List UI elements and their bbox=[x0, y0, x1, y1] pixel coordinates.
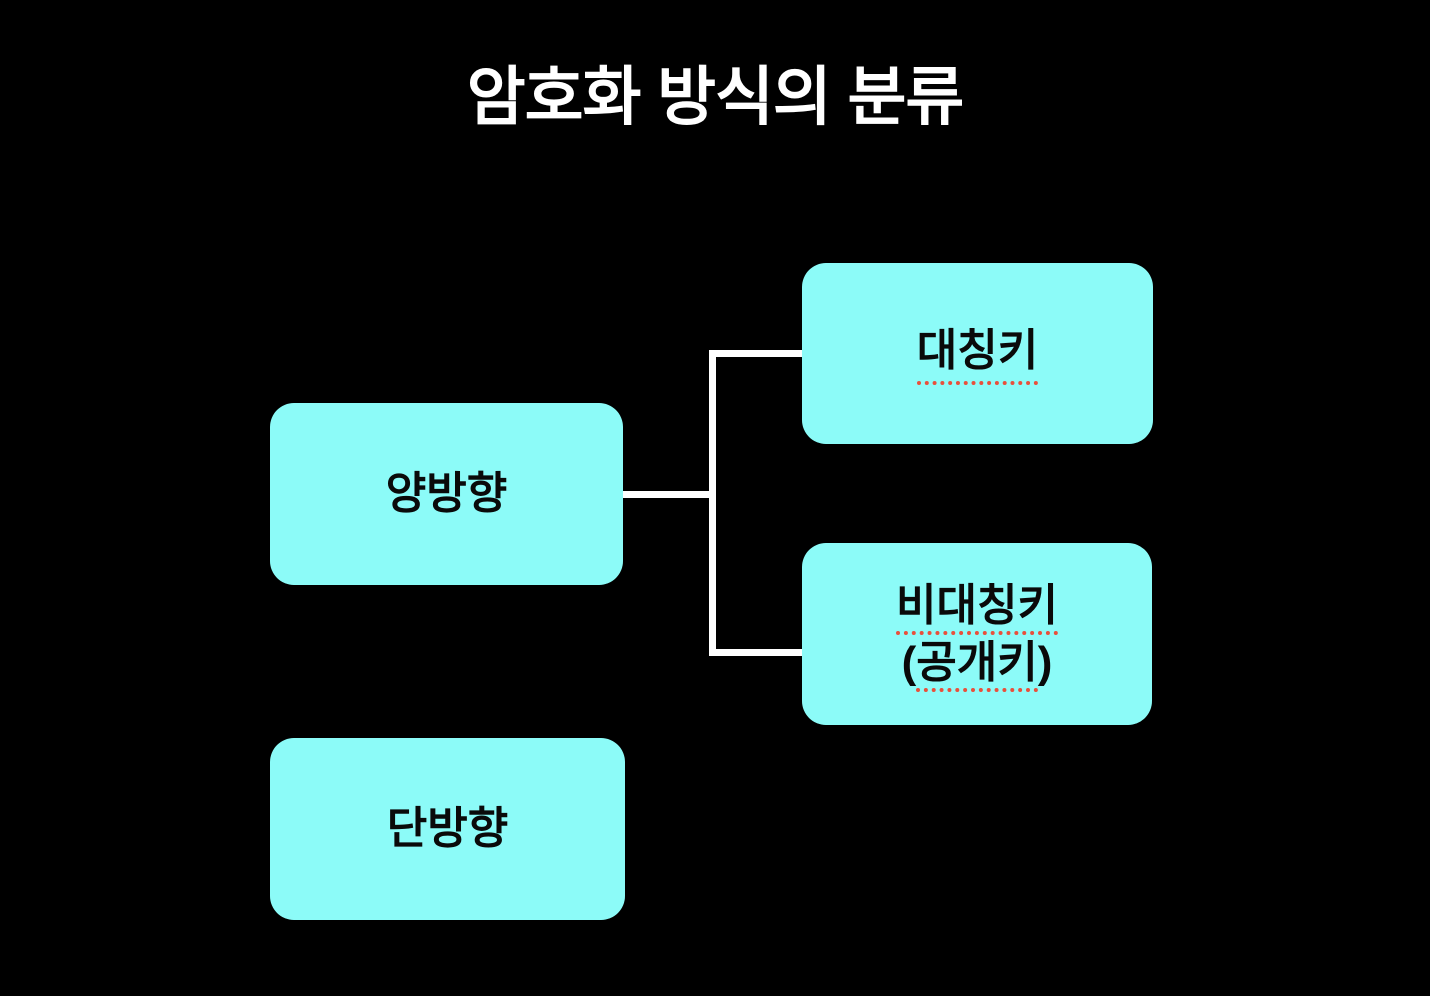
node-asymmetric-key-line2: (공개키) bbox=[896, 634, 1058, 692]
node-bidirectional: 양방향 bbox=[270, 403, 623, 585]
node-oneway: 단방향 bbox=[270, 738, 625, 920]
node-asymmetric-key: 비대칭키 (공개키) bbox=[802, 543, 1152, 725]
paren-open: ( bbox=[901, 638, 917, 687]
node-public-key-word: 공개키 bbox=[916, 638, 1038, 692]
paren-close: ) bbox=[1037, 638, 1053, 687]
node-asymmetric-key-label: 비대칭키 (공개키) bbox=[896, 577, 1058, 692]
slide-title: 암호화 방식의 분류 bbox=[466, 61, 965, 133]
node-asymmetric-key-word: 비대칭키 bbox=[896, 580, 1058, 635]
node-symmetric-key: 대칭키 bbox=[802, 263, 1153, 444]
node-asymmetric-key-line1: 비대칭키 bbox=[896, 577, 1058, 635]
connector-to-symmetric bbox=[709, 350, 804, 357]
connector-to-asymmetric bbox=[709, 649, 804, 656]
node-bidirectional-label: 양방향 bbox=[385, 469, 508, 519]
connector-vertical-bracket bbox=[709, 350, 716, 656]
node-oneway-label: 단방향 bbox=[386, 804, 509, 854]
node-symmetric-key-label: 대칭키 bbox=[916, 322, 1039, 385]
connector-bidirectional-stem bbox=[623, 491, 710, 498]
